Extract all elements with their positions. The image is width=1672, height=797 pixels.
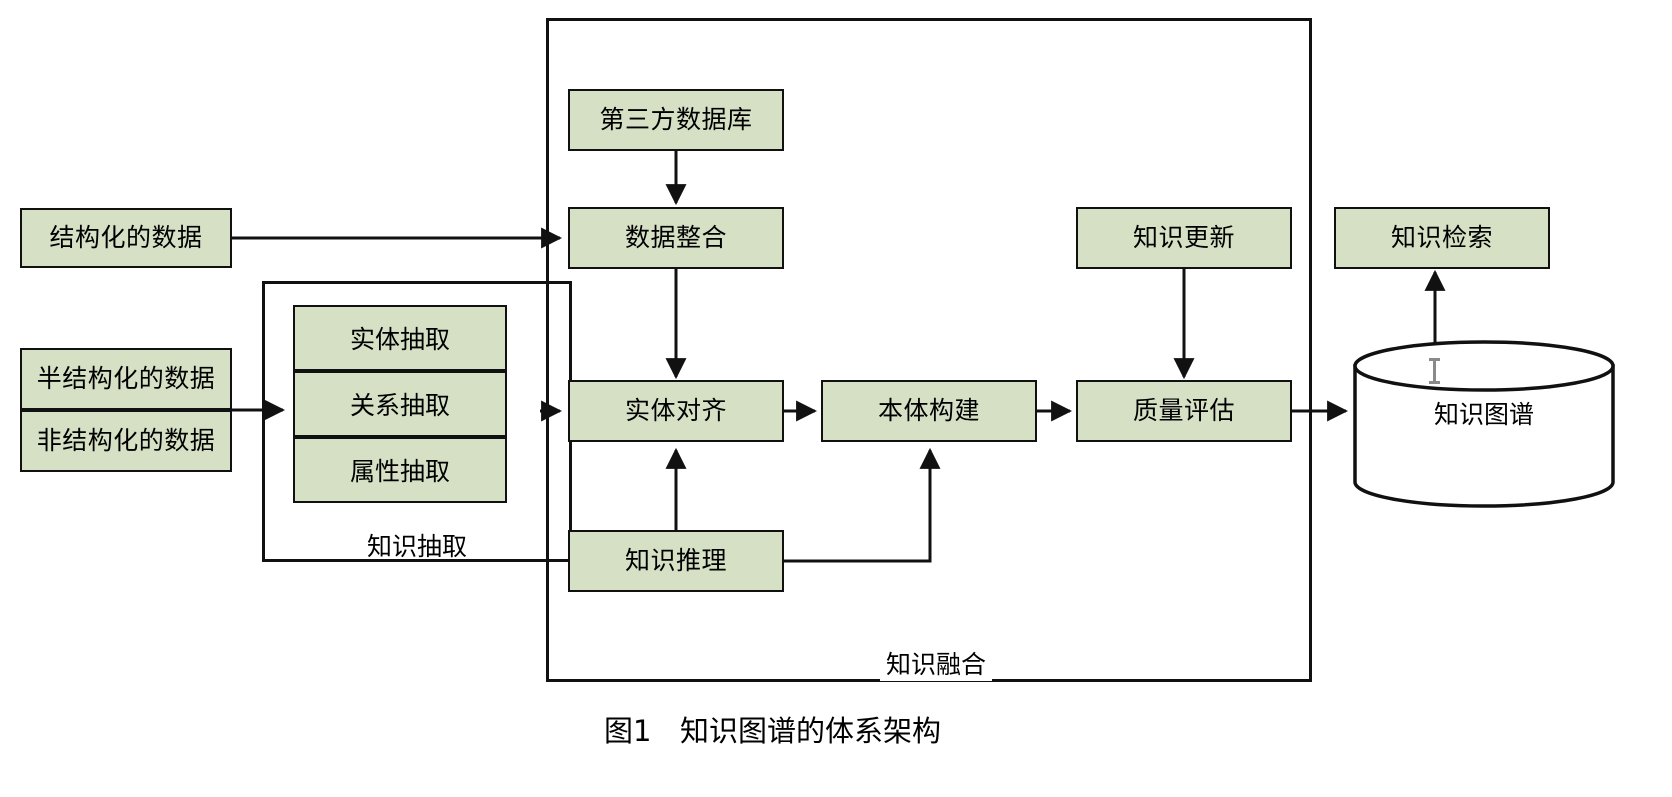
knowledge-fusion-group-label: 知识融合 (880, 645, 993, 681)
extraction-item-relation-label: 关系抽取 (349, 391, 450, 420)
knowledge-extraction-group-label: 知识抽取 (366, 532, 467, 561)
extraction-item-entity[interactable]: 实体抽取 (293, 305, 507, 371)
node-ontology-construction[interactable]: 本体构建 (821, 380, 1037, 442)
figure-caption-number: 图1 (604, 714, 652, 748)
figure-caption-text: 知识图谱的体系架构 (680, 714, 942, 748)
node-entity-alignment-label: 实体对齐 (624, 396, 727, 426)
input-structured-data-label: 结构化的数据 (49, 223, 203, 253)
input-unstructured-data-label: 非结构化的数据 (36, 426, 216, 456)
node-data-integration-label: 数据整合 (624, 223, 727, 253)
node-quality-assessment-label: 质量评估 (1132, 396, 1235, 426)
node-ontology-construction-label: 本体构建 (877, 396, 980, 426)
knowledge-graph-cylinder[interactable] (1353, 340, 1615, 508)
node-knowledge-reasoning[interactable]: 知识推理 (568, 530, 784, 592)
node-knowledge-reasoning-label: 知识推理 (624, 546, 727, 576)
node-third-party-db[interactable]: 第三方数据库 (568, 89, 784, 151)
input-unstructured-data[interactable]: 非结构化的数据 (20, 410, 232, 472)
input-semi-structured-data[interactable]: 半结构化的数据 (20, 348, 232, 410)
input-structured-data[interactable]: 结构化的数据 (20, 208, 232, 268)
extraction-item-attribute-label: 属性抽取 (349, 457, 450, 486)
extraction-item-entity-label: 实体抽取 (349, 325, 450, 354)
node-third-party-db-label: 第三方数据库 (599, 105, 753, 135)
node-knowledge-retrieval-label: 知识检索 (1390, 223, 1493, 253)
node-data-integration[interactable]: 数据整合 (568, 207, 784, 269)
node-knowledge-update-label: 知识更新 (1132, 223, 1235, 253)
node-quality-assessment[interactable]: 质量评估 (1076, 380, 1292, 442)
extraction-item-relation[interactable]: 关系抽取 (293, 371, 507, 437)
text-cursor-icon (1429, 358, 1440, 384)
node-knowledge-retrieval[interactable]: 知识检索 (1334, 207, 1550, 269)
node-knowledge-update[interactable]: 知识更新 (1076, 207, 1292, 269)
node-entity-alignment[interactable]: 实体对齐 (568, 380, 784, 442)
extraction-item-attribute[interactable]: 属性抽取 (293, 437, 507, 503)
knowledge-graph-label: 知识图谱 (1433, 400, 1534, 429)
input-semi-structured-data-label: 半结构化的数据 (36, 364, 216, 394)
